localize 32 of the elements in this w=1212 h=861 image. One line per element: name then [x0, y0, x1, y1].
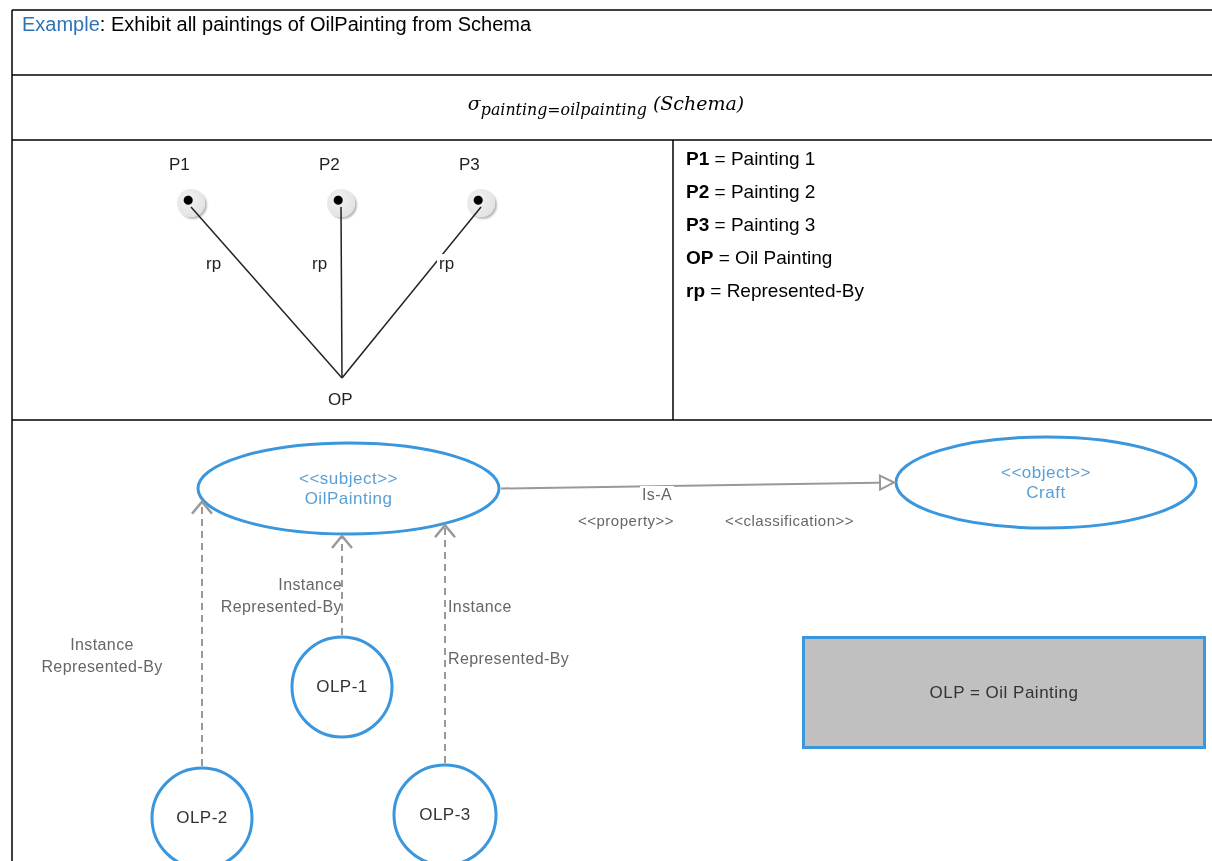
point-label: OP [328, 390, 353, 410]
node-label: OLP-1 [316, 677, 368, 697]
stereotype-label: <<subject>> [298, 468, 399, 489]
edge-label: Instance Represented-By [447, 597, 571, 669]
point-label: P3 [459, 155, 480, 175]
stereotype-label: <<object>> [1000, 462, 1092, 483]
edge-label: Instance Represented-By [40, 635, 164, 677]
node-label: OLP-3 [419, 805, 471, 825]
edge-label: rp [437, 254, 457, 274]
stereotype-label: <<classification>> [725, 512, 855, 529]
node-label: OLP-2 [176, 808, 228, 828]
heading-text: Example: Exhibit all paintings of OilPainting from Schema [22, 13, 532, 36]
point-label: P2 [319, 155, 340, 175]
node-label: OLP = Oil Painting [929, 682, 1079, 703]
stereotype-label: <<property>> [578, 512, 675, 529]
class-name: OilPainting [304, 488, 393, 509]
dashed-arrow [330, 534, 354, 636]
legend-text: OP = Oil Painting [686, 247, 833, 269]
legend-text: rp = Represented-By [686, 280, 864, 302]
class-name: Craft [1026, 482, 1066, 503]
arrow [500, 474, 895, 491]
legend-text: P1 = Painting 1 [686, 148, 816, 170]
connector-line [340, 206, 343, 379]
connector-line [341, 206, 482, 379]
legend-text: P2 = Painting 2 [686, 181, 816, 203]
edge-label: Instance Represented-By [219, 575, 343, 617]
legend-text: P3 = Painting 3 [686, 214, 816, 236]
dashed-arrow [433, 524, 457, 764]
connector-line [190, 206, 343, 379]
dashed-arrow [190, 500, 214, 767]
formula-text: σ$_{painting=oilpainting}$ (Schema) [466, 92, 746, 119]
point-label: P1 [169, 155, 190, 175]
